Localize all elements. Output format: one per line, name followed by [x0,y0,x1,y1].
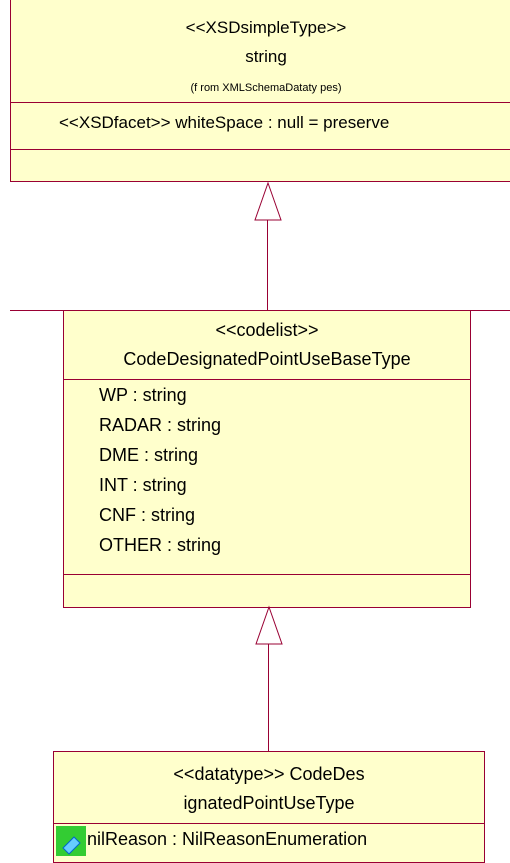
generalization-arrowhead [254,181,282,221]
class-name: CodeDesignatedPointUseBaseType [123,349,411,369]
datatype-header: <<datatype>> CodeDes ignatedPointUseType [54,752,484,824]
class-string-header: <<XSDsimpleType>> string (f rom XMLSchem… [11,0,510,103]
attribute-row: DME : string [99,445,199,465]
datatype-attributes: nilReason : NilReasonEnumeration [54,824,484,862]
class-codedesignatedpointusebasetype[interactable]: <<codelist>> CodeDesignatedPointUseBaseT… [63,310,471,608]
codelist-attributes: WP : string RADAR : string DME : string … [64,380,470,575]
attribute-whitespace: <<XSDfacet>> whiteSpace : null = preserv… [59,113,390,132]
generalization-line [267,219,268,311]
attribute-row: CNF : string [99,505,196,525]
codelist-operations [64,575,470,607]
class-string[interactable]: <<XSDsimpleType>> string (f rom XMLSchem… [10,0,510,182]
class-string-attributes: <<XSDfacet>> whiteSpace : null = preserv… [11,103,510,150]
attribute-row: WP : string [99,385,187,405]
class-title-line2: ignatedPointUseType [183,793,355,813]
class-codedesignatedpointusetype[interactable]: <<datatype>> CodeDes ignatedPointUseType… [53,751,485,863]
class-name: string [245,47,287,66]
generalization-line [268,644,269,751]
attribute-icon [56,826,86,856]
stereotype-label: <<XSDsimpleType>> [185,18,347,37]
package-label: (f rom XMLSchemaDataty pes) [190,82,342,94]
codelist-header: <<codelist>> CodeDesignatedPointUseBaseT… [64,311,470,380]
attribute-row: INT : string [99,475,187,495]
attribute-row: OTHER : string [99,535,222,555]
attribute-row: RADAR : string [99,415,222,435]
generalization-arrowhead [255,605,283,645]
attribute-nilreason: nilReason : NilReasonEnumeration [87,829,368,849]
class-title-line1: <<datatype>> CodeDes [173,764,365,784]
stereotype-label: <<codelist>> [215,320,319,340]
